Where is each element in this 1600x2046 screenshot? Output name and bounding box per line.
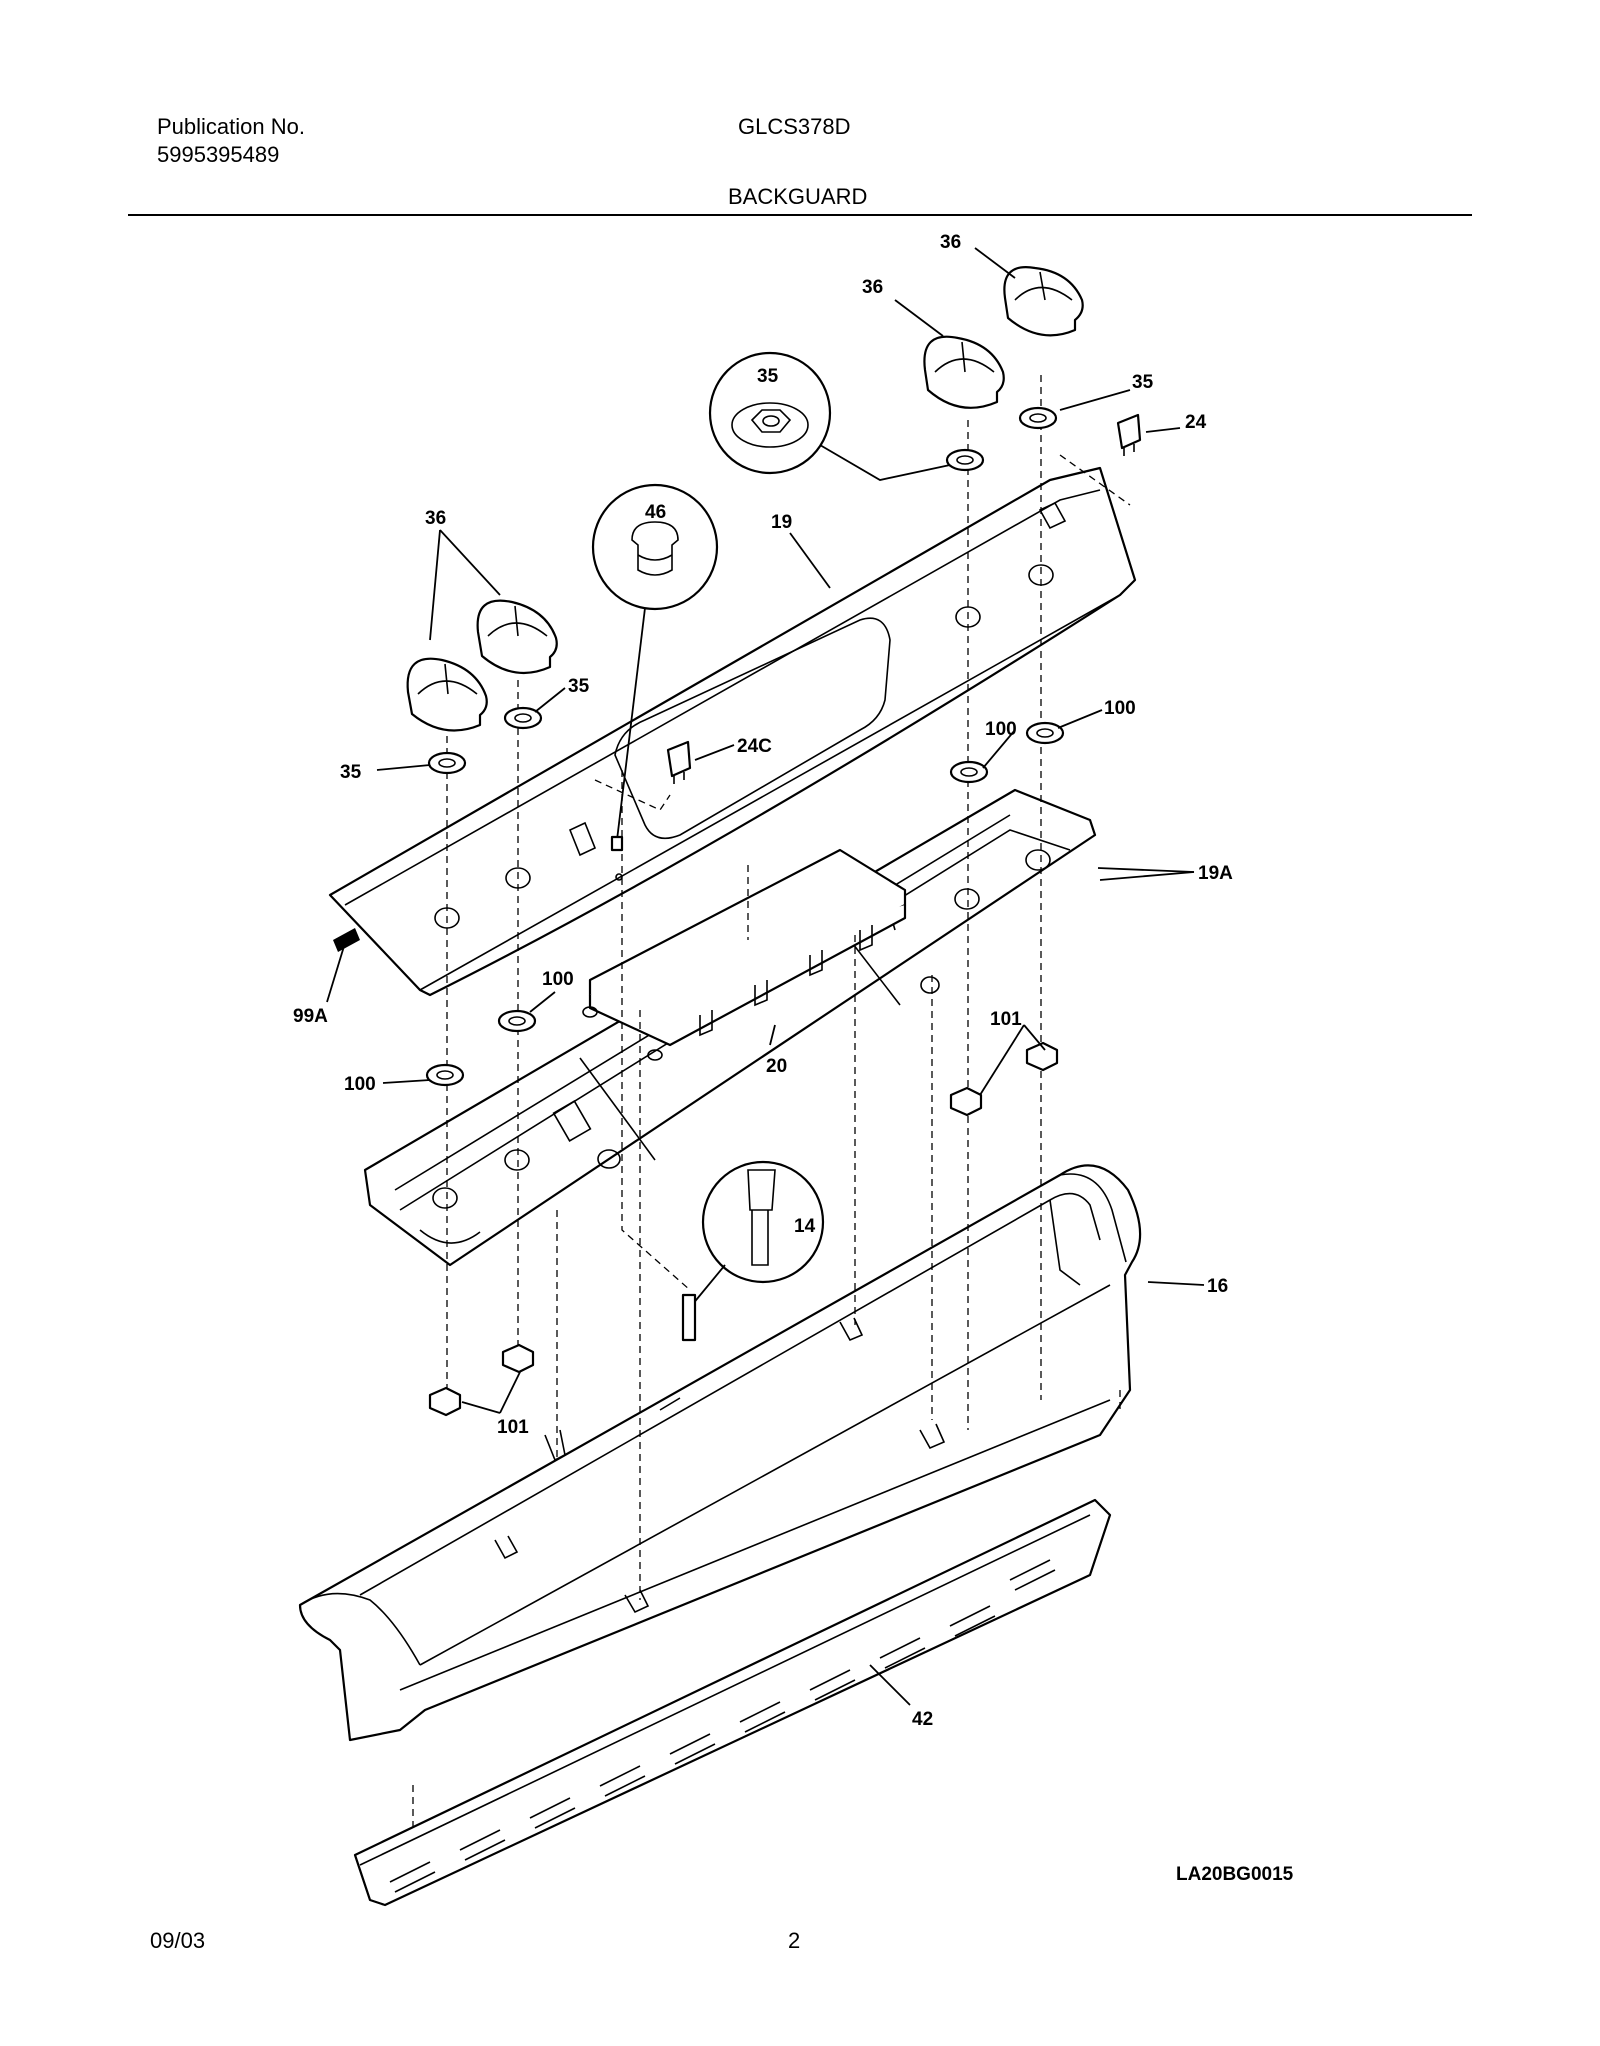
callout-46: 46	[645, 502, 666, 523]
callout-36-top-mid: 36	[862, 277, 883, 298]
page-number: 2	[788, 1928, 801, 1953]
washers	[425, 406, 1065, 1087]
callout-24: 24	[1185, 412, 1207, 433]
callout-101-left: 101	[497, 1417, 529, 1438]
callout-19a: 19A	[1198, 863, 1233, 884]
callout-36-left: 36	[425, 508, 446, 529]
model-number: GLCS378D	[738, 114, 851, 139]
drawing-code: LA20BG0015	[1176, 1864, 1294, 1885]
callout-20: 20	[766, 1056, 787, 1077]
knob-part-36-top-mid	[923, 335, 1005, 409]
callout-42: 42	[912, 1709, 933, 1730]
callout-100-top-right: 100	[1104, 698, 1136, 719]
header-rule	[128, 214, 1472, 216]
section-title: BACKGUARD	[728, 184, 868, 209]
rocker-switch-part-24	[1116, 413, 1142, 456]
knob-part-36-left	[406, 657, 488, 732]
publication-label: Publication No.	[157, 114, 305, 139]
control-panel-part-19	[328, 466, 1137, 997]
callout-100-mid-right: 100	[985, 719, 1017, 740]
callout-24c: 24C	[737, 736, 772, 757]
vent-plate-part-42	[353, 1498, 1112, 1907]
vent-slots	[389, 1559, 1056, 1893]
knob-part-36-top-right	[1003, 266, 1084, 337]
hex-nuts-101	[428, 1041, 1059, 1417]
detail-circle-35	[708, 351, 951, 481]
footer-date: 09/03	[150, 1928, 206, 1953]
leader-lines	[326, 247, 1205, 1706]
callout-35-right: 35	[1132, 372, 1154, 393]
callout-36-top-right: 36	[940, 232, 961, 253]
rocker-switch-part-24c	[666, 740, 692, 784]
callout-16: 16	[1207, 1276, 1228, 1297]
callout-19: 19	[771, 512, 792, 533]
callout-35-detail: 35	[757, 366, 779, 387]
callout-14: 14	[794, 1216, 816, 1237]
callout-100-left: 100	[344, 1074, 376, 1095]
knob-part-36-left-upper	[476, 599, 558, 674]
callout-100-left-upper: 100	[542, 969, 574, 990]
callout-35-left-upper: 35	[568, 676, 590, 697]
callout-labels: 36 36 35 35 24 46 19 36 35 35 24C 100 10…	[293, 232, 1233, 1730]
publication-number: 5995395489	[157, 142, 280, 167]
detail-circle-46	[591, 483, 719, 881]
callout-35-left: 35	[340, 762, 362, 783]
detail-circle-14	[681, 1160, 825, 1342]
backguard-trim-part-16	[298, 1164, 1142, 1742]
callout-99a: 99A	[293, 1006, 328, 1027]
callout-101-right: 101	[990, 1009, 1022, 1030]
